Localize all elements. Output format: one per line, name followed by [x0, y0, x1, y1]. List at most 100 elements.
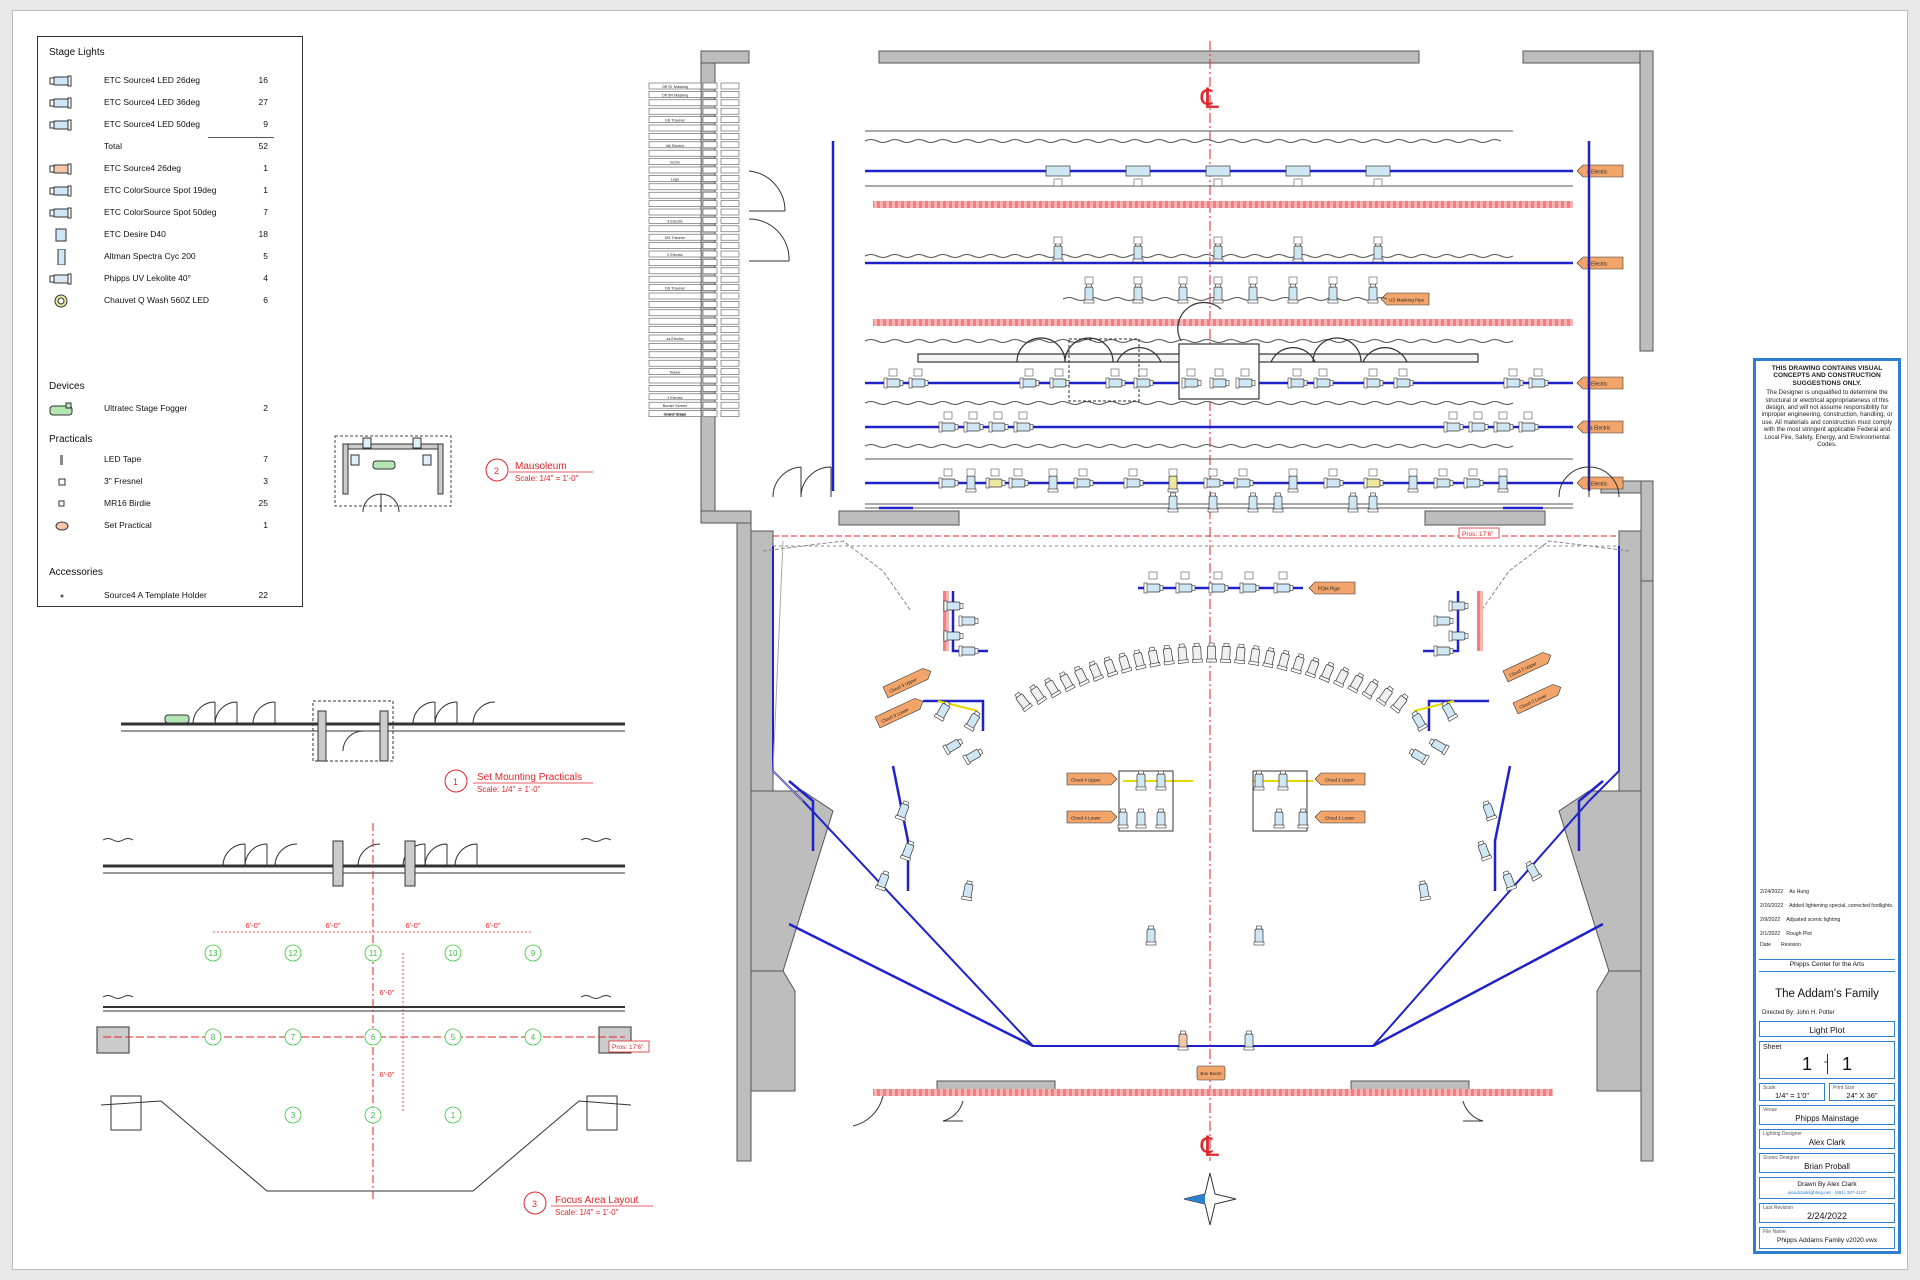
fixture-icon — [1433, 615, 1454, 627]
fixture-icon — [1132, 283, 1144, 304]
fixture-icon — [1363, 377, 1384, 389]
scenic-caption: Scenic Designer — [1763, 1155, 1800, 1161]
lineset-label: DS Traveler — [665, 287, 686, 291]
focus-dim-horizontal: 6'-0" — [246, 921, 261, 930]
masking-pipe-tag: US Masking Pipe — [1380, 292, 1430, 306]
fixture-icon — [1248, 645, 1261, 666]
fixture-icon — [1503, 377, 1524, 389]
electric-label: 2 Electric — [1587, 382, 1608, 388]
fixture-icon — [1367, 492, 1379, 513]
focus-area-circle — [364, 1028, 382, 1046]
fixture-4-symbol-icon — [48, 161, 76, 177]
fixture-icon — [1181, 377, 1202, 389]
fixture-icon — [1477, 840, 1493, 862]
fixture-icon — [1239, 582, 1260, 594]
legend-item-count: 7 — [263, 207, 268, 217]
lineset-label: Grand Teaser — [664, 413, 688, 417]
focus-dim-horizontal: 6'-0" — [406, 921, 421, 930]
fixture-icon — [1175, 582, 1196, 594]
revision-text: Adjusted scenic lighting — [1786, 917, 1841, 923]
legend-item-name: 3" Fresnel — [104, 476, 143, 486]
fixture-icon — [1243, 1030, 1255, 1051]
focus-area-title: Focus Area Layout — [555, 1195, 639, 1206]
fixture-icon — [1482, 800, 1498, 822]
legend-item-name: ETC Source4 LED 50deg — [104, 119, 200, 129]
revision-date: 2/16/2022 — [1760, 903, 1784, 909]
template-holder-symbol-icon — [48, 588, 76, 604]
fixture-icon — [908, 377, 929, 389]
file-caption: File Name — [1763, 1229, 1786, 1235]
fixture-icon — [1103, 656, 1119, 678]
footlight-band — [873, 1089, 1553, 1096]
focus-area-number: 3 — [532, 1199, 537, 1209]
cloud-1-lower-tag-text: Cloud 1 Lower — [1325, 816, 1355, 821]
fixture-6-symbol-icon — [48, 205, 76, 221]
fixture-icon — [1073, 477, 1094, 489]
fixture-icon — [1318, 661, 1335, 683]
set-mounting-title: Set Mounting Practicals — [477, 772, 582, 783]
focus-area-circle — [364, 944, 382, 962]
fixture-icon — [1428, 738, 1450, 756]
venue-caption: Venue — [1763, 1107, 1778, 1113]
focus-area-label: 1 — [451, 1111, 456, 1120]
electric-label: 1a Electric — [1587, 426, 1611, 432]
fixture-icon — [942, 738, 964, 756]
mausoleum-detail — [334, 435, 452, 513]
fixture-icon — [1290, 653, 1305, 675]
legend-item-count: 27 — [258, 97, 268, 107]
fixture-icon — [1177, 283, 1189, 304]
fixture-icon — [899, 840, 915, 862]
fixture-icon — [1059, 671, 1076, 693]
fixture-icon — [1049, 377, 1070, 389]
legend-item-count: 1 — [263, 520, 268, 530]
fixture-icon — [1133, 649, 1147, 671]
fixture-icon — [1019, 377, 1040, 389]
fixture-icon — [943, 630, 964, 642]
fixture-icon — [1143, 582, 1164, 594]
sheet-number: 1 — [1802, 1054, 1813, 1074]
fixture-icon — [1233, 477, 1254, 489]
fixture-icon — [1052, 242, 1064, 263]
focus-area-scale: Scale: 1/4" = 1'-0" — [555, 1208, 619, 1217]
fixture-icon — [1247, 492, 1259, 513]
fogger-symbol-icon — [48, 401, 76, 417]
electric-label: 4 Electric — [1587, 170, 1608, 176]
fixture-icon — [1276, 649, 1290, 671]
centerline-symbol-top: ℄ — [1200, 83, 1219, 114]
venue-org: Phipps Center for the Arts — [1789, 961, 1865, 968]
focus-area-circle — [524, 1028, 542, 1046]
fixture-icon — [1493, 421, 1514, 433]
foh-pipe-tag: FOH Pipe — [1308, 581, 1356, 595]
directed-by: Directed By: John H. Potter — [1762, 1010, 1835, 1016]
lineset-label: Teaser — [669, 371, 681, 375]
lineset-label: Legs — [671, 177, 679, 181]
legend-item-name: ETC Source4 26deg — [104, 163, 182, 173]
fixture-icon — [1463, 477, 1484, 489]
fixture-icon — [1393, 377, 1414, 389]
mausoleum-number: 2 — [494, 466, 499, 476]
legend-item-name: ETC Source4 LED 26deg — [104, 75, 200, 85]
focus-area-circle — [284, 1028, 302, 1046]
focus-area-label: 2 — [371, 1111, 376, 1120]
fixture-icon — [1177, 643, 1189, 664]
revision-text: As Hung — [1789, 889, 1809, 895]
legend-item-name: MR16 Birdie — [104, 498, 151, 508]
fixture-icon — [1135, 808, 1147, 829]
fixture-icon — [1207, 492, 1219, 513]
fixture-icon — [938, 421, 959, 433]
fixture-icon — [894, 800, 910, 822]
electric-tag: 3 Electric — [1576, 256, 1624, 270]
fixture-icon — [1528, 377, 1549, 389]
fixture-icon — [1203, 477, 1224, 489]
focus-area-label: 11 — [369, 949, 378, 958]
legend-section-stage-lights: Stage Lights — [49, 47, 105, 58]
show-title: The Addam's Family — [1775, 988, 1879, 1000]
revision-header-date: Date — [1760, 942, 1771, 948]
fixture-icon — [1408, 748, 1430, 766]
